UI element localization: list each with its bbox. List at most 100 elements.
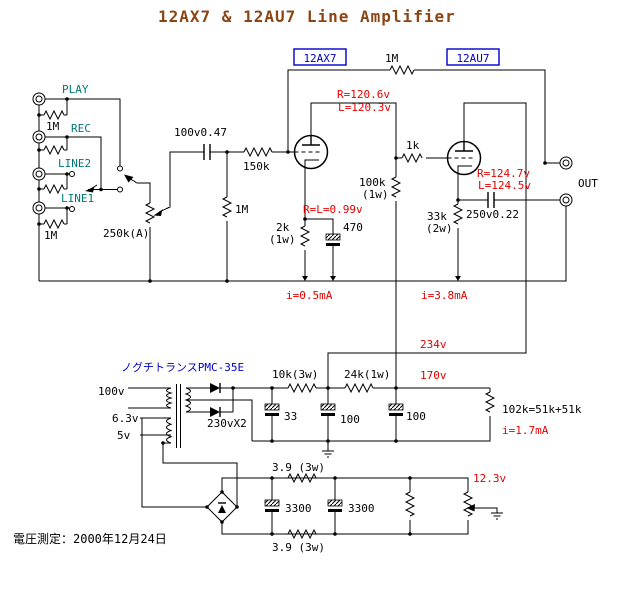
bridge-diode-icon: [218, 505, 226, 513]
pot-250k-wiper-arrow: [153, 209, 163, 216]
power-transformer: [166, 384, 191, 448]
resistor-rec: [43, 144, 65, 156]
resistor-grid-1m: [221, 196, 233, 218]
resistor-line2: [43, 183, 65, 195]
box-12au7: [446, 48, 500, 66]
tube-12ax7: [293, 134, 329, 170]
label-cathode-cap1: 470: [343, 221, 363, 234]
label-volume-pot: 250k(A): [103, 227, 149, 240]
cathode-12au7: [457, 165, 472, 174]
resistor-24k: [344, 382, 374, 394]
labels: 12AX7 & 12AU7 Line Amplifier PLAY REC LI…: [13, 7, 598, 554]
cap-heater-3300b: [327, 499, 343, 512]
cap-cathode-470: [325, 233, 341, 246]
wires: [38, 69, 567, 535]
label-v-cathode2-r: R=124.7v: [477, 167, 530, 180]
label-plate-resistor-w: (1w): [362, 188, 389, 201]
label-tap-100v: 100v: [98, 385, 125, 398]
resistor-heater-bleed: [404, 491, 416, 517]
tubes: [293, 134, 482, 176]
label-cathode-resistor2: 33k: [427, 210, 447, 223]
cap-filter-100b: [388, 403, 404, 416]
transformer-core: [176, 384, 181, 448]
label-play: PLAY: [62, 83, 89, 96]
jack-play: [32, 92, 46, 106]
diode-hv-2: [210, 407, 221, 417]
label-r-line1: 1M: [44, 229, 58, 242]
capacitors: [203, 144, 495, 512]
label-c-filter3: 100: [406, 410, 426, 423]
label-cathode-resistor1: 2k: [276, 221, 290, 234]
label-feedback-resistor: 1M: [385, 52, 399, 65]
label-v-b1: 234v: [420, 338, 447, 351]
label-output-cap: 250v0.22: [466, 208, 519, 221]
label-tube-12au7: 12AU7: [456, 52, 489, 65]
primary-100v-winding: [166, 387, 173, 409]
label-v-cathode1: R=L=0.99v: [303, 203, 363, 216]
label-heater-v: 12.3v: [473, 472, 506, 485]
measurement-note: 電圧測定：2000年12月24日: [13, 531, 167, 546]
jack-out-bottom: [559, 193, 573, 207]
gnd-arrow-470: [330, 276, 336, 281]
label-r-filter2: 24k(1w): [344, 368, 390, 381]
label-i-bleeder: i=1.7mA: [502, 424, 549, 437]
ground-psu: [322, 450, 334, 458]
selector-contact-line2: [69, 171, 75, 177]
label-plate-resistor: 100k: [359, 176, 386, 189]
cathode-12ax7: [304, 159, 319, 168]
label-tap-5v: 5v: [117, 429, 131, 442]
jack-line1: [32, 201, 46, 215]
cap-input-047: [203, 144, 211, 160]
label-cathode-resistor1-w: (1w): [269, 233, 296, 246]
label-v-plate-l: L=120.3v: [338, 101, 391, 114]
label-v-cathode2-l: L=124.5v: [478, 179, 531, 192]
label-line2: LINE2: [58, 157, 91, 170]
label-heater-r-bottom: 3.9 (3w): [272, 541, 325, 554]
label-v-b2: 170v: [420, 369, 447, 382]
label-heater-c2: 3300: [348, 502, 375, 515]
label-line1: LINE1: [61, 192, 94, 205]
heater-winding: [166, 417, 173, 444]
resistor-33k: [452, 203, 464, 225]
label-input-cap: 100v0.47: [174, 126, 227, 139]
label-cathode-resistor2-w: (2w): [426, 222, 453, 235]
plate-12ax7: [302, 136, 320, 146]
wiper-arrows: [85, 174, 475, 512]
resistor-39-bottom: [287, 528, 317, 540]
label-tube-12ax7: 12AX7: [303, 52, 336, 65]
resistor-1k: [401, 152, 423, 164]
label-heater-c1: 3300: [285, 502, 312, 515]
selector-contact-play: [117, 165, 123, 172]
potentiometer-heater: [462, 491, 474, 517]
potentiometer-250k: [144, 202, 156, 224]
resistor-100k: [390, 176, 402, 198]
resistor-feedback-1m: [389, 64, 415, 76]
gnd-arrow-33k: [455, 276, 461, 281]
label-v-plate-r: R=120.6v: [337, 88, 390, 101]
plate-12au7: [455, 142, 473, 152]
resistor-play-1m: [43, 109, 65, 121]
pot-heater-wiper-arrow: [466, 504, 475, 512]
label-c-filter1: 33: [284, 410, 297, 423]
label-r-play: 1M: [46, 120, 60, 133]
label-out: OUT: [578, 177, 598, 190]
bridge-rectifier: [206, 491, 238, 523]
selector-contact-wiper: [117, 186, 123, 193]
tube-12au7: [446, 140, 482, 176]
resistor-150k: [243, 146, 273, 158]
resistors: [43, 64, 496, 540]
cap-filter-100a: [320, 403, 336, 416]
junction-dots: [37, 97, 547, 536]
gnd-arrow-2k: [302, 276, 308, 281]
selector-wiper-arrow: [124, 174, 134, 183]
label-i-cathode1: i=0.5mA: [286, 289, 333, 302]
jack-out-top: [559, 156, 573, 170]
tube-name-boxes: [293, 48, 500, 66]
resistor-10k: [287, 382, 317, 394]
label-r-filter1: 10k(3w): [272, 368, 318, 381]
hv-secondary-winding: [184, 387, 191, 413]
label-grid-stopper: 150k: [243, 160, 270, 173]
selector-contact-line1: [69, 206, 75, 212]
